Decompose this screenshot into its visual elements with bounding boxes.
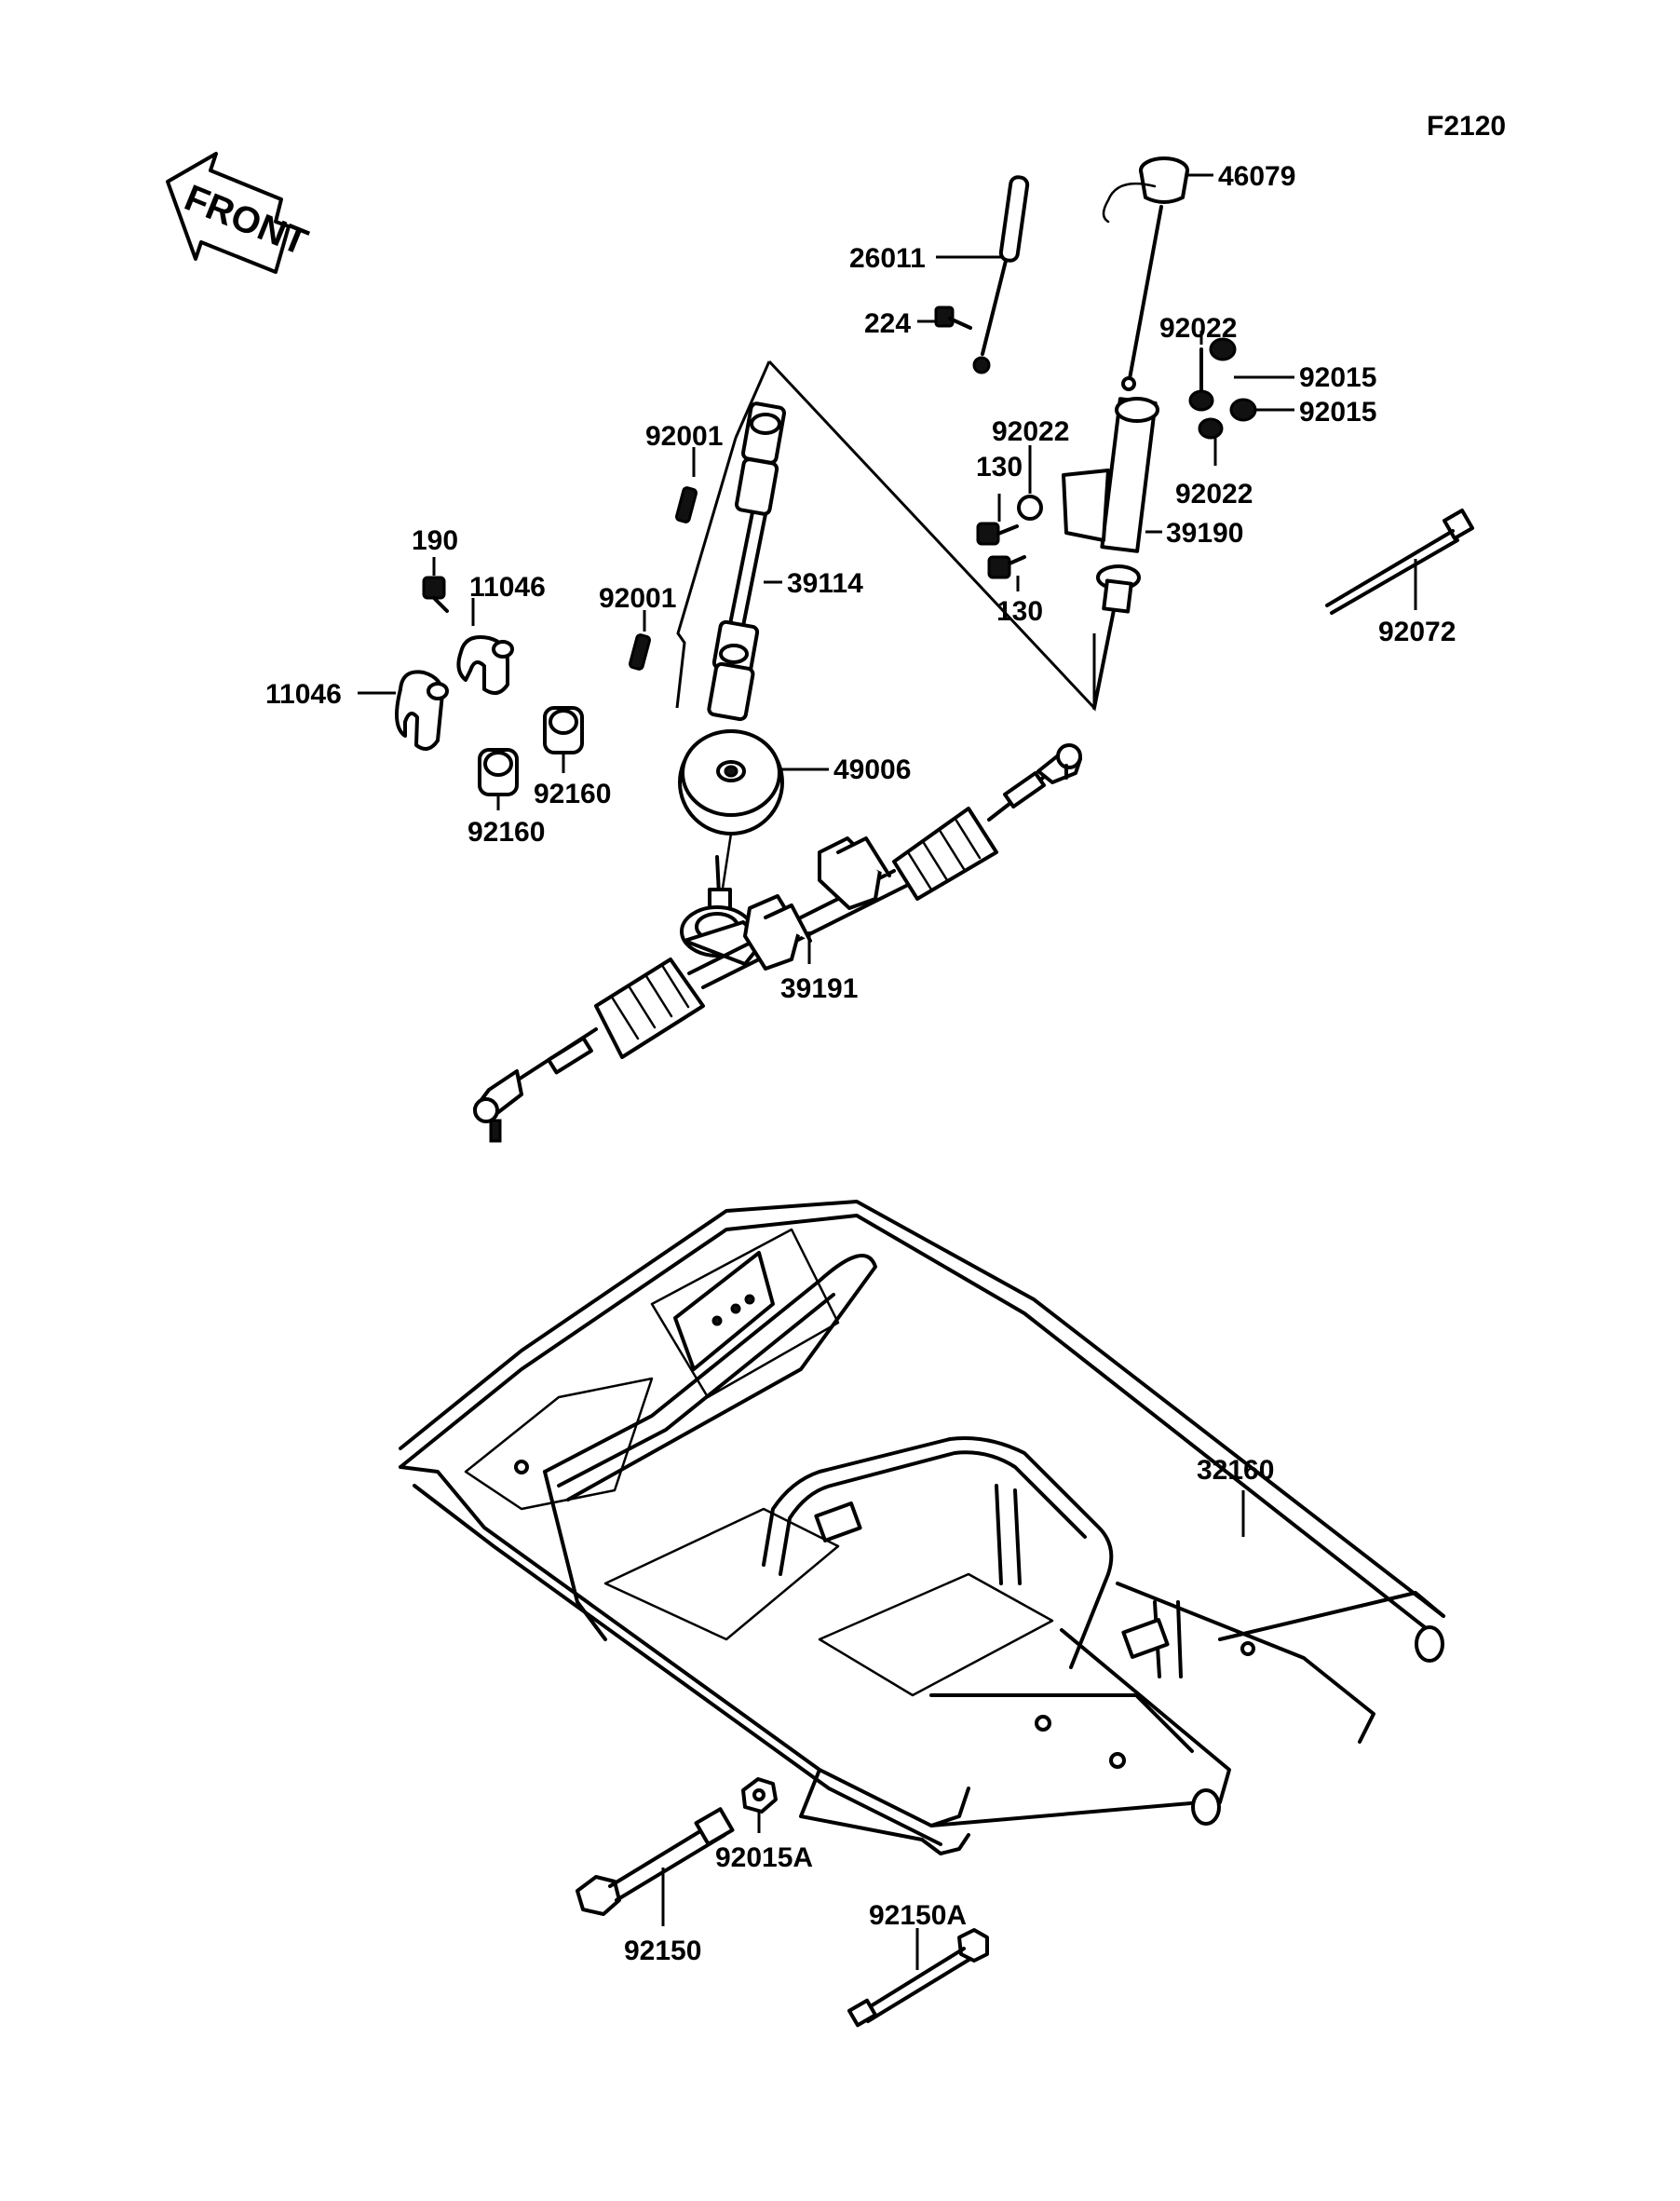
bolt-224	[934, 306, 972, 330]
bolt-92001-lower	[628, 633, 652, 671]
callout-92160-b: 92160	[467, 817, 545, 848]
washers-92022-nuts-92015	[1188, 337, 1257, 440]
callout-11046-top: 11046	[469, 572, 546, 603]
front-arrow-icon: FRONT	[166, 152, 313, 274]
callout-92015-a: 92015	[1299, 362, 1376, 393]
callout-92160-a: 92160	[534, 779, 611, 809]
callout-49006: 49006	[833, 754, 911, 785]
callout-46079: 46079	[1218, 161, 1295, 192]
bushing-92160-left	[478, 748, 519, 796]
steering-boot-46079	[1102, 156, 1189, 224]
figure-code: F2120	[1427, 111, 1506, 142]
bolt-92150A	[847, 1928, 989, 2028]
nut-92015A	[741, 1777, 778, 1814]
callout-92150: 92150	[624, 1936, 701, 1966]
cable-tie-92072	[1325, 508, 1475, 615]
stay-rod-26011	[972, 175, 1030, 374]
assembly-boundary-line	[767, 360, 1096, 712]
callout-92150A: 92150A	[869, 1900, 967, 1931]
frame-32160	[399, 1200, 1445, 1855]
callout-26011: 26011	[849, 243, 926, 274]
clamp-11046-upper	[456, 635, 514, 695]
callout-92015-b: 92015	[1299, 397, 1376, 428]
bolt-92150	[576, 1807, 735, 1916]
callout-39190: 39190	[1166, 518, 1243, 549]
seal-49006	[678, 729, 784, 836]
washer-92022-and-bolts-130	[976, 495, 1043, 579]
callout-190: 190	[412, 525, 458, 556]
callout-92022-mid: 92022	[992, 416, 1069, 447]
callout-224: 224	[864, 308, 911, 339]
intermediate-shaft-39114	[707, 401, 786, 722]
callout-11046-left: 11046	[265, 679, 342, 710]
callout-92072: 92072	[1378, 617, 1456, 647]
callout-92001-low: 92001	[599, 583, 676, 614]
steering-column-39190	[1062, 205, 1163, 710]
callout-39114: 39114	[787, 568, 863, 599]
bushing-92160-right	[543, 706, 584, 754]
steering-rack-39191	[473, 743, 1082, 1143]
callout-92015A: 92015A	[715, 1842, 813, 1873]
callout-92022-low: 92022	[1175, 479, 1253, 509]
callout-39191: 39191	[780, 973, 858, 1004]
callout-92001-top: 92001	[645, 421, 723, 452]
bolt-92001-upper	[674, 486, 698, 523]
callout-32160: 32160	[1197, 1455, 1274, 1486]
clamp-11046-left	[395, 670, 449, 751]
callout-92022-top: 92022	[1159, 313, 1237, 344]
callout-130-low: 130	[996, 596, 1043, 627]
callout-130-top: 130	[976, 452, 1023, 482]
bolt-190	[422, 576, 449, 613]
